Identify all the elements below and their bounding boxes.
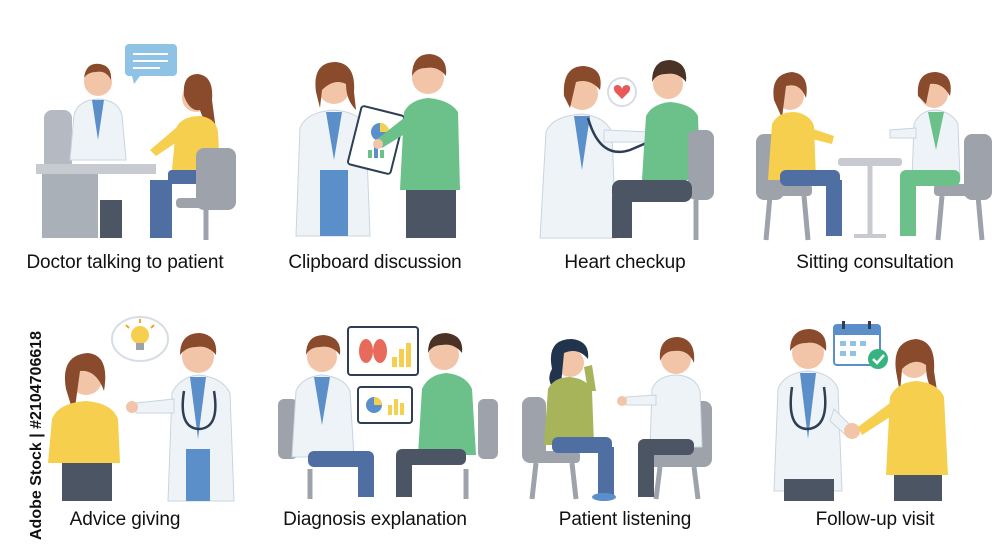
stock-watermark: Adobe Stock | #2104706618 <box>8 300 45 550</box>
scene-caption: Clipboard discussion <box>288 252 462 273</box>
calendar-icon <box>833 321 881 366</box>
patient-listening-illustration <box>522 337 712 501</box>
scene-caption: Doctor talking to patient <box>26 252 224 273</box>
scene-caption: Follow-up visit <box>815 509 935 530</box>
scene-heart-checkup: Heart checkup <box>500 0 750 279</box>
scene-caption: Diagnosis explanation <box>283 509 467 530</box>
follow-up-visit-illustration <box>773 321 948 501</box>
scene-caption: Advice giving <box>69 509 181 530</box>
scene-caption: Heart checkup <box>564 252 686 273</box>
scene-sitting-consultation: Sitting consultation <box>750 0 1000 279</box>
sitting-consultation-illustration <box>756 72 992 241</box>
checkmark-icon <box>868 349 888 369</box>
diagnosis-explanation-illustration <box>278 326 498 499</box>
doctor-talking-illustration <box>36 44 236 240</box>
handshake-icon <box>844 423 860 439</box>
advice-giving-illustration <box>48 316 235 502</box>
clipboard-discussion-illustration <box>295 54 460 238</box>
tablet-icon <box>357 386 413 424</box>
stethoscope-icon <box>586 117 659 154</box>
scene-follow-up-visit: Follow-up visit <box>750 279 1000 558</box>
scene-diagnosis-explanation: Diagnosis explanation <box>250 279 500 558</box>
watermark-text: Adobe Stock | #2104706618 <box>28 330 45 540</box>
scene-caption: Patient listening <box>558 509 692 530</box>
heart-checkup-illustration <box>539 60 714 240</box>
scene-caption: Sitting consultation <box>796 252 954 273</box>
lung-chart-icon <box>347 326 419 376</box>
scene-clipboard-discussion: Clipboard discussion <box>250 0 500 279</box>
scene-advice-giving: Advice giving <box>0 279 250 558</box>
scene-patient-listening: Patient listening <box>500 279 750 558</box>
scene-doctor-talking: Doctor talking to patient <box>0 0 250 279</box>
